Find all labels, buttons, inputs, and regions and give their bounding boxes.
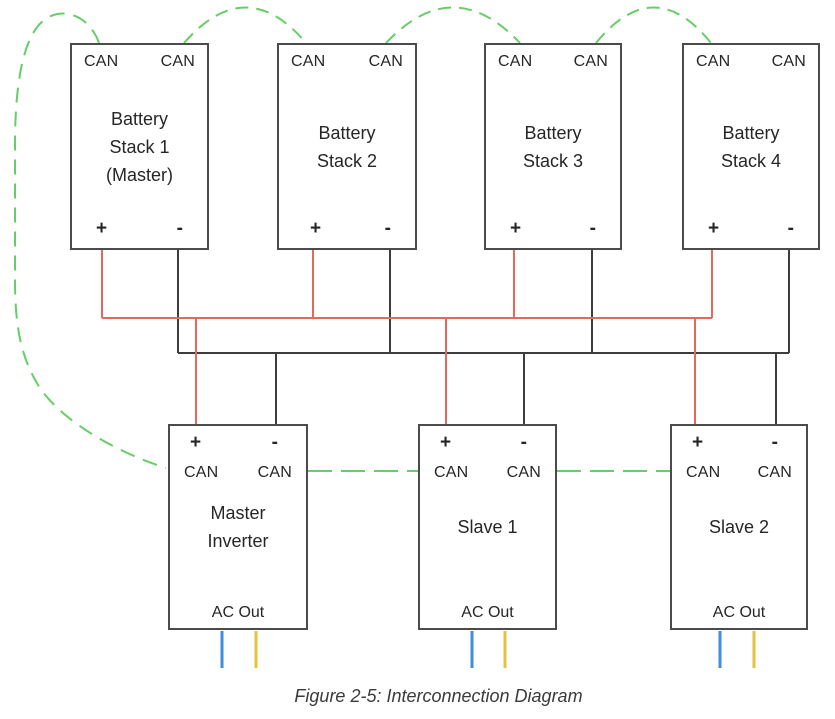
ac-out-label: AC Out [211,604,265,621]
can-bus-wires [14,6,712,472]
master-inverter-title: Master Inverter [207,503,269,551]
negative-terminal-label: - [771,432,778,453]
battery-stack-4-box: CAN CAN Battery Stack 4 + - [682,43,820,250]
can-port-label: CAN [498,53,533,70]
can-port-label: CAN [84,53,119,70]
slave-1-inverter-box: + - CAN CAN Slave 1 AC Out [418,424,557,630]
slave-2-inverter-box: + - CAN CAN Slave 2 AC Out [670,424,808,630]
battery-stack-2-title: Battery Stack 2 [316,122,378,171]
can-wire-stack1-to-stack2 [183,6,307,44]
battery-stack-1-title: Battery Stack 1 (Master) [106,108,173,185]
figure-caption: Figure 2-5: Interconnection Diagram [294,686,583,706]
negative-terminal-label: - [589,218,596,239]
battery-stack-3-box: CAN CAN Battery Stack 3 + - [484,43,622,250]
negative-terminal-label: - [176,218,183,239]
negative-terminal-label: - [787,218,794,239]
master-inverter-box: + - CAN CAN Master Inverter AC Out [168,424,308,630]
ac-output-wires [220,631,756,668]
positive-terminal-label: + [510,218,522,239]
positive-terminal-label: + [440,432,452,453]
can-wire-stack1-to-master-inverter [14,12,167,469]
ac-out-label: AC Out [461,604,514,621]
negative-terminal-label: - [271,432,278,453]
negative-dc-wires [177,250,790,424]
ac-out-label: AC Out [712,604,766,621]
can-port-label: CAN [771,53,806,70]
positive-terminal-label: + [708,218,720,239]
battery-stack-4-title: Battery Stack 4 [720,122,782,171]
battery-stack-1-box: CAN CAN Battery Stack 1 (Master) + - [70,43,209,250]
can-port-label: CAN [257,464,292,481]
can-port-label: CAN [368,53,403,70]
can-wire-stack2-to-stack3 [385,6,521,44]
can-port-label: CAN [757,464,792,481]
positive-dc-wires [101,250,713,424]
can-wire-stack3-to-stack4 [595,6,712,44]
slave-2-title: Slave 2 [708,517,770,537]
can-port-label: CAN [291,53,326,70]
battery-stack-2-box: CAN CAN Battery Stack 2 + - [277,43,417,250]
can-port-label: CAN [184,464,219,481]
slave-1-title: Slave 1 [457,517,518,537]
positive-terminal-label: + [190,432,202,453]
can-port-label: CAN [696,53,731,70]
can-port-label: CAN [506,464,541,481]
battery-stack-3-title: Battery Stack 3 [522,122,584,171]
can-port-label: CAN [434,464,469,481]
negative-terminal-label: - [384,218,391,239]
positive-terminal-label: + [692,432,704,453]
negative-terminal-label: - [520,432,527,453]
can-port-label: CAN [160,53,195,70]
positive-terminal-label: + [310,218,322,239]
positive-terminal-label: + [96,218,108,239]
can-port-label: CAN [573,53,608,70]
can-port-label: CAN [686,464,721,481]
